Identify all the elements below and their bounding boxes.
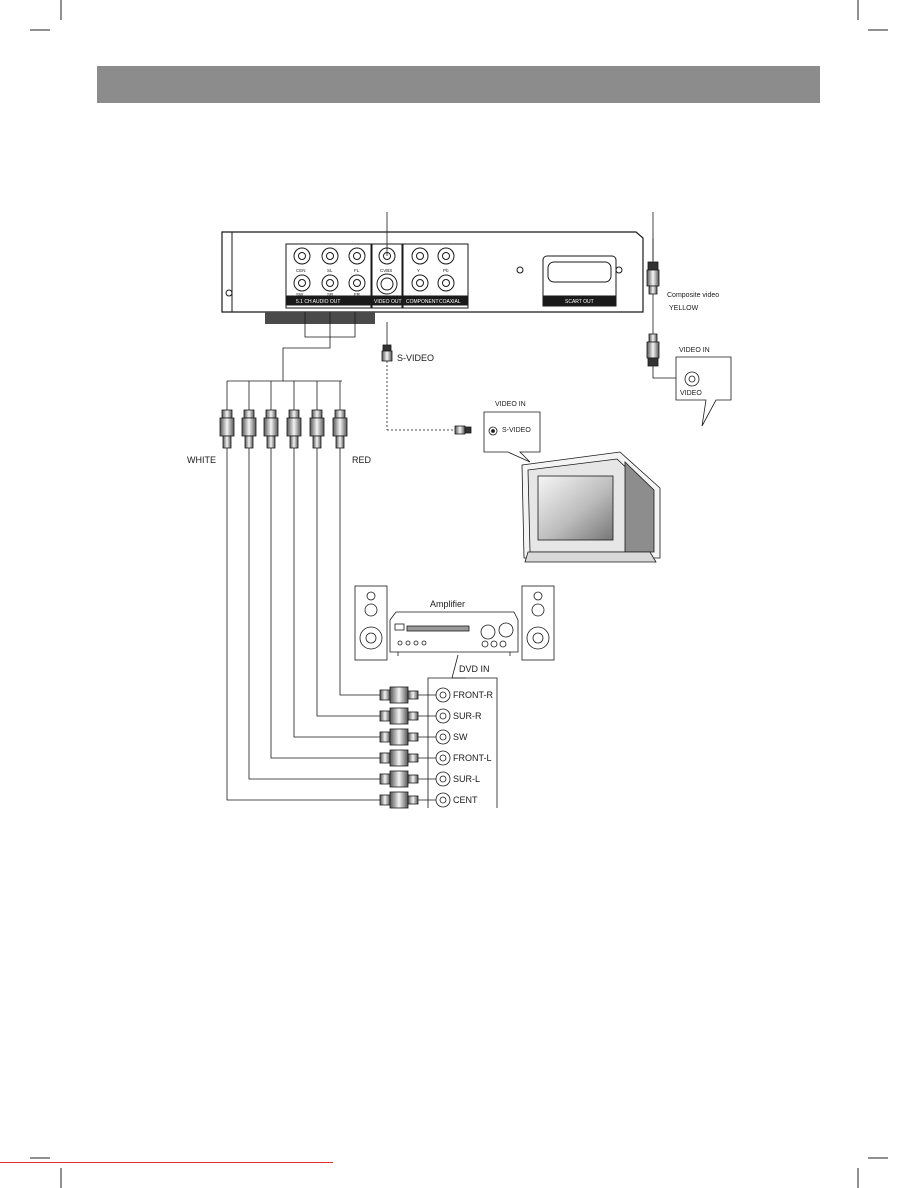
amp-input-label: FRONT-R: [453, 690, 493, 700]
dvd-rear-panel: [221, 231, 644, 324]
tv-svideo-jack-label: S-VIDEO: [502, 427, 531, 434]
amp-input-label: SUR-L: [453, 774, 481, 784]
amp-plugs: [379, 686, 419, 809]
composite-cable: [646, 238, 682, 379]
coaxial-label: COAXIAL: [439, 299, 461, 305]
amp-input-label: SUR-R: [453, 711, 482, 721]
bottom-trim-line: [0, 1162, 333, 1163]
rca-plugs: [219, 409, 348, 449]
audio-out-label: 5.1 CH AUDIO OUT: [296, 299, 341, 305]
tv-composite-jack-label: VIDEO: [680, 390, 702, 397]
component-label: COMPONENT: [406, 299, 439, 305]
svg-text:CEN: CEN: [296, 268, 306, 273]
svg-text:FR: FR: [354, 292, 361, 297]
amplifier-unit: [389, 611, 519, 656]
scart-out-label: SCART OUT: [565, 299, 594, 305]
composite-video-label: Composite video: [667, 292, 720, 299]
amp-input-panel: [418, 654, 498, 808]
amplifier-title: Amplifier: [430, 599, 466, 609]
svideo-cable-label: S-VIDEO: [397, 353, 435, 363]
svg-text:CVBS: CVBS: [380, 268, 392, 273]
svg-text:FL: FL: [354, 268, 360, 273]
amp-input-label: FRONT-L: [453, 753, 492, 763]
svg-text:Y: Y: [417, 268, 420, 273]
red-label: RED: [352, 455, 372, 465]
tv-video-in-label: VIDEO IN: [495, 401, 526, 408]
dvd-in-label: DVD IN: [459, 664, 490, 674]
television: [521, 451, 661, 563]
white-label: WHITE: [187, 455, 216, 465]
video-out-label: VIDEO OUT: [374, 299, 402, 305]
crop-marks: [30, 0, 888, 1188]
yellow-label: YELLOW: [669, 305, 699, 312]
tv-composite-callout: [675, 356, 732, 427]
amp-input-label: SW: [453, 732, 468, 742]
svg-text:SR: SR: [327, 292, 334, 297]
section-header-bar: [97, 66, 820, 103]
svg-text:SW: SW: [296, 292, 304, 297]
tv-composite-video-in-label: VIDEO IN: [679, 347, 710, 354]
amp-input-label: CENT: [453, 795, 478, 805]
speaker-wires: [226, 448, 380, 801]
tv-svideo-callout: [483, 411, 541, 463]
speakers: [354, 585, 555, 661]
panel-small-text: CEN SL FL SW SR FR CVBS Y Pb: [296, 268, 449, 297]
svg-text:SL: SL: [327, 268, 333, 273]
svideo-cable: [381, 322, 472, 435]
audio-cable-bundle: [226, 312, 356, 410]
svg-text:Pb: Pb: [443, 268, 449, 273]
